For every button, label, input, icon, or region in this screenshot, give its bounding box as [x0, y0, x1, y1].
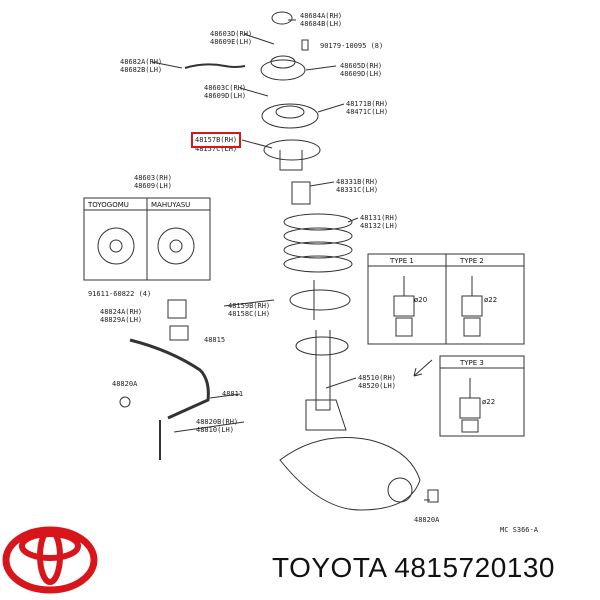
- part-label-l32: 48510(RH): [358, 374, 396, 382]
- top-cap: [271, 11, 293, 25]
- part-label-l12: 48171B(RH): [346, 100, 389, 108]
- part-label-l25: 48815: [204, 336, 226, 344]
- mount-mahuyasu: [157, 227, 195, 265]
- part-label-l20: 48131(RH): [360, 214, 398, 222]
- support-mount: [260, 59, 306, 81]
- strut: [289, 280, 351, 431]
- part-label-l4: 48609E(LH): [210, 38, 253, 46]
- part-label-l13: 48471C(LH): [346, 108, 389, 116]
- part-label-l6: 48682A(RH): [120, 58, 163, 66]
- part-label-l17: 48331C(LH): [336, 186, 379, 194]
- part-label-l23: 48824A(RH): [100, 308, 143, 316]
- part-label-l11: 48609D(LH): [204, 92, 247, 100]
- part-label-l5: 90179-10095 (8): [320, 42, 384, 50]
- part-label-l19: 48609(LH): [134, 182, 172, 190]
- part-label-l31: 48810(LH): [196, 426, 234, 434]
- bolt: [301, 39, 309, 51]
- type-boxes: [367, 253, 525, 437]
- part-label-l18: 48603(RH): [134, 174, 172, 182]
- bump-stop: [291, 181, 311, 205]
- part-label-l16: 48331B(RH): [336, 178, 379, 186]
- part-label-l33: 48520(LH): [358, 382, 396, 390]
- brand-part-number: TOYOTA 4815720130: [272, 552, 555, 583]
- part-label-l1: 48684A(RH): [300, 12, 343, 20]
- label-d20: ø20: [414, 296, 428, 304]
- bushing: [167, 299, 187, 319]
- mount-toyogomu: [97, 227, 135, 265]
- label-toyogomu: TOYOGOMU: [88, 201, 129, 209]
- stabilizer-bar: [129, 338, 210, 420]
- part-label-l9: 48609D(LH): [340, 70, 383, 78]
- part-label-l28: 48820A: [112, 380, 138, 388]
- arrow: [413, 359, 433, 377]
- bracket: [184, 63, 246, 69]
- label-d22b: ø22: [482, 398, 496, 406]
- part-label-l29: 48811: [222, 390, 244, 398]
- part-label-l27: 48158C(LH): [228, 310, 271, 318]
- part-label-l30: 48820B(RH): [196, 418, 239, 426]
- part-label-l35: MC S366-A: [500, 526, 538, 534]
- part-label-l8: 48605D(RH): [340, 62, 383, 70]
- part-label-l7: 48682B(LH): [120, 66, 163, 74]
- knuckle: [279, 437, 421, 511]
- toyota-logo-icon: [2, 526, 98, 594]
- part-label-l3: 48603D(RH): [210, 30, 253, 38]
- upper-seat: [261, 103, 319, 129]
- part-label-l24: 48829A(LH): [100, 316, 143, 324]
- inset-box: [83, 197, 211, 281]
- label-type1: TYPE 1: [390, 257, 414, 265]
- label-type3: TYPE 3: [460, 359, 484, 367]
- label-type2: TYPE 2: [460, 257, 484, 265]
- highlight-box: [191, 132, 241, 148]
- part-label-l26: 48159B(RH): [228, 302, 271, 310]
- coil-spring: [283, 213, 353, 273]
- insulator: [263, 139, 321, 161]
- part-label-l15: 48157C(LH): [195, 145, 238, 153]
- part-label-l14: 48157B(RH): [195, 136, 238, 144]
- part-label-l10: 48603C(RH): [204, 84, 247, 92]
- part-label-l21: 48132(LH): [360, 222, 398, 230]
- part-label-l34: 48820A: [414, 516, 440, 524]
- part-label-l2: 48684B(LH): [300, 20, 343, 28]
- label-mahuyasu: MAHUYASU: [151, 201, 191, 209]
- part-label-l22: 91611-60822 (4): [88, 290, 152, 298]
- label-d22a: ø22: [484, 296, 498, 304]
